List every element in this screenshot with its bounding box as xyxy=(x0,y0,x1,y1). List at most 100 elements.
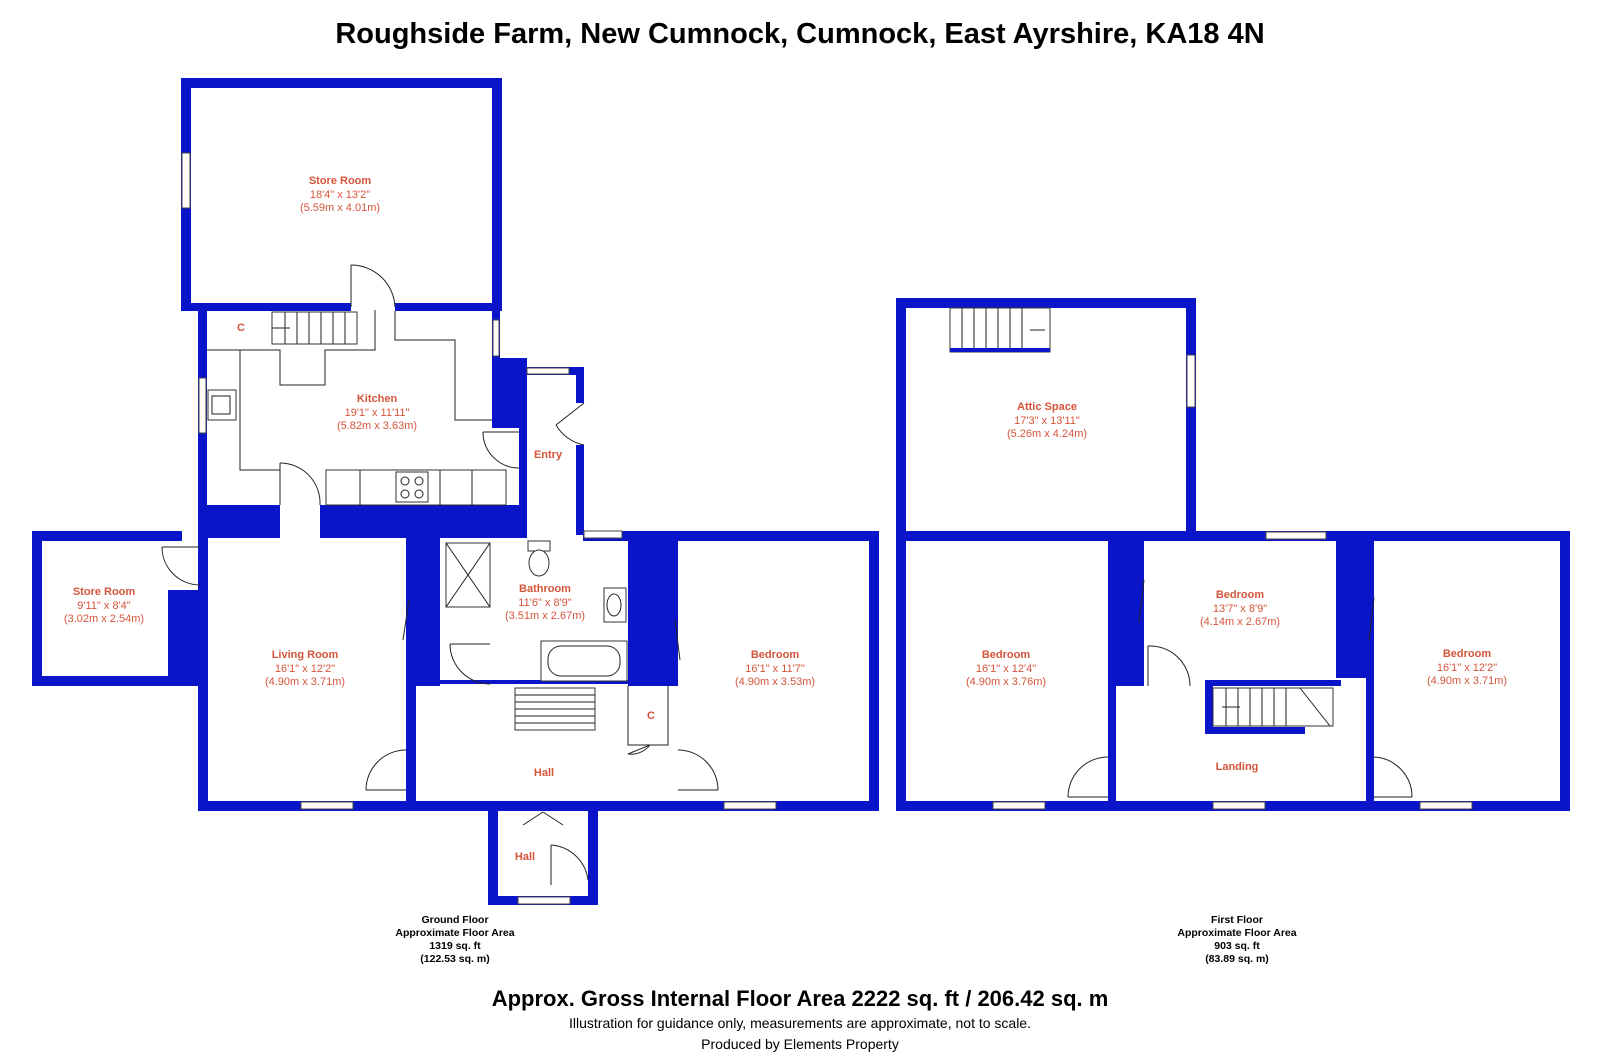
wall xyxy=(1205,680,1213,734)
ground-floor-plan: Store Room 18'4" x 13'2" (5.59m x 4.01m)… xyxy=(32,78,879,905)
room-name-hall: Hall xyxy=(534,767,554,779)
floor-name: First Floor xyxy=(1211,914,1263,926)
room-dimensions-metric: (5.82m x 3.63m) xyxy=(337,420,417,432)
wall xyxy=(588,805,598,905)
room-dimensions-metric: (4.14m x 2.67m) xyxy=(1200,616,1280,628)
door[interactable] xyxy=(1138,579,1145,623)
wall xyxy=(198,531,208,811)
wall xyxy=(1336,536,1374,678)
door[interactable] xyxy=(674,619,681,661)
wall xyxy=(1108,536,1144,686)
window xyxy=(723,801,777,810)
room-dimensions-metric: (4.90m x 3.53m) xyxy=(735,676,815,688)
door[interactable] xyxy=(1368,597,1375,641)
door[interactable] xyxy=(1147,645,1191,687)
room-name-hall: Hall xyxy=(515,851,535,863)
floor-area-sqm: (83.89 sq. m) xyxy=(1205,953,1269,965)
room-dimensions-imperial: 17'3" x 13'11" xyxy=(1014,415,1080,427)
room-dimensions-metric: (4.90m x 3.71m) xyxy=(1427,675,1507,687)
floor-area-label: Approximate Floor Area xyxy=(1177,927,1296,939)
room-dimensions-metric: (5.59m x 4.01m) xyxy=(300,202,380,214)
wall xyxy=(488,805,498,905)
window xyxy=(1186,354,1196,408)
door[interactable] xyxy=(677,749,719,791)
wall xyxy=(198,505,280,538)
room-dimensions-imperial: 9'11" x 8'4" xyxy=(77,600,130,612)
room-dimensions-imperial: 13'7" x 8'9" xyxy=(1213,603,1267,615)
door[interactable] xyxy=(279,462,321,506)
first-floor-plan: Attic Space 17'3" x 13'11" (5.26m x 4.24… xyxy=(896,298,1570,811)
stairs-icon xyxy=(1212,687,1334,727)
window xyxy=(300,801,354,810)
wall xyxy=(576,445,584,535)
wall xyxy=(32,676,208,686)
partition xyxy=(627,686,669,746)
stairs-icon xyxy=(514,687,596,731)
wall xyxy=(1108,680,1116,801)
door[interactable] xyxy=(365,749,407,791)
door[interactable] xyxy=(482,431,520,469)
wall xyxy=(198,801,879,811)
window xyxy=(198,377,207,434)
door[interactable] xyxy=(555,402,585,446)
door[interactable] xyxy=(522,811,564,826)
wall xyxy=(628,536,678,686)
room-dimensions-imperial: 16'1" x 12'2" xyxy=(275,663,335,675)
sink-icon xyxy=(207,389,237,421)
room-name-living-room: Living Room xyxy=(272,649,339,661)
wall xyxy=(896,298,906,534)
door[interactable] xyxy=(627,744,651,755)
wall xyxy=(1366,674,1374,801)
room-dimensions-imperial: 16'1" x 12'4" xyxy=(976,663,1036,675)
door[interactable] xyxy=(402,599,410,641)
first-floor-caption: First Floor Approximate Floor Area 903 s… xyxy=(1177,914,1296,965)
room-name-bathroom: Bathroom xyxy=(519,583,571,595)
room-dimensions-imperial: 16'1" x 11'7" xyxy=(745,663,805,675)
wall xyxy=(32,531,182,541)
shower-icon xyxy=(445,542,491,608)
room-dimensions-imperial: 11'6" x 8'9" xyxy=(518,597,571,609)
wall xyxy=(869,531,879,811)
room-name-store-room-left: Store Room xyxy=(73,586,136,598)
door[interactable] xyxy=(550,844,589,885)
room-name-bedroom: Bedroom xyxy=(982,649,1031,661)
wall xyxy=(1205,680,1341,686)
room-name-cupboard: C xyxy=(647,710,655,722)
wall xyxy=(406,536,440,686)
wall xyxy=(395,303,502,311)
wall xyxy=(181,78,502,88)
wall xyxy=(440,680,678,684)
door[interactable] xyxy=(350,264,396,308)
window xyxy=(517,896,571,905)
wall xyxy=(896,531,906,811)
room-dimensions-imperial: 18'4" x 13'2" xyxy=(310,189,370,201)
producer-credit: Produced by Elements Property xyxy=(701,1036,899,1052)
window xyxy=(992,801,1046,810)
door[interactable] xyxy=(161,546,201,586)
wall xyxy=(576,367,584,403)
wall xyxy=(320,505,527,538)
page-title: Roughside Farm, New Cumnock, Cumnock, Ea… xyxy=(335,18,1264,50)
wall xyxy=(32,531,42,686)
door[interactable] xyxy=(1373,756,1413,798)
room-name-bedroom: Bedroom xyxy=(1443,648,1492,660)
door[interactable] xyxy=(449,643,491,685)
room-dimensions-metric: (4.90m x 3.76m) xyxy=(966,676,1046,688)
wall xyxy=(492,78,502,310)
room-name-entry: Entry xyxy=(534,449,563,461)
room-name-attic-space: Attic Space xyxy=(1017,401,1077,413)
partition xyxy=(207,310,376,386)
toilet-icon xyxy=(527,540,551,577)
wall xyxy=(406,680,416,801)
ground-floor-caption: Ground Floor Approximate Floor Area 1319… xyxy=(395,914,514,965)
window xyxy=(1212,801,1266,810)
door[interactable] xyxy=(1067,756,1109,798)
window xyxy=(526,367,570,375)
wall xyxy=(896,298,1196,308)
stairs-icon xyxy=(949,307,1051,353)
wall xyxy=(1205,727,1305,734)
gross-floor-area: Approx. Gross Internal Floor Area 2222 s… xyxy=(492,986,1109,1011)
hob-icon xyxy=(395,471,429,503)
window xyxy=(1419,801,1473,810)
